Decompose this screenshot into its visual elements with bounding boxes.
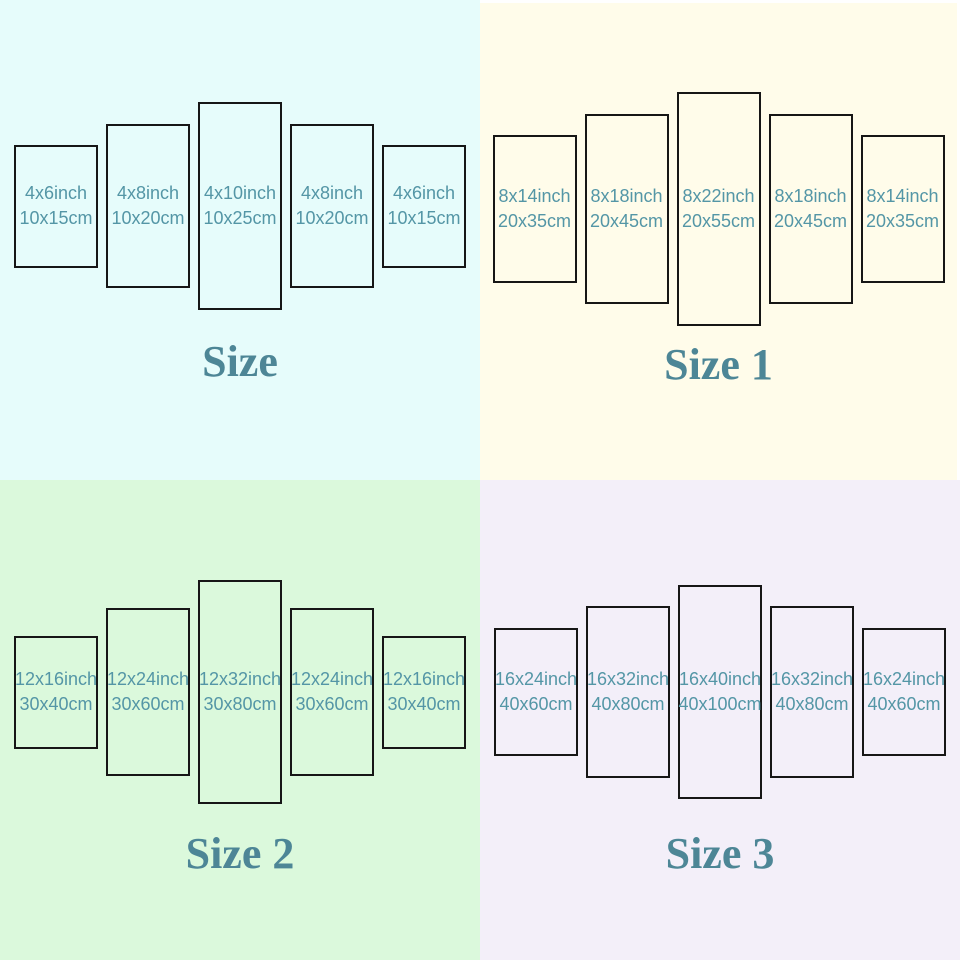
canvas-panel-5: 16x24inch 40x60cm <box>862 628 946 756</box>
panel-inch-text: 16x32inch <box>770 669 854 689</box>
panel-cm-text: 30x40cm <box>19 694 93 714</box>
panel-size-label: 4x6inch 10x15cm <box>387 181 460 231</box>
panel-inch-text: 12x16inch <box>14 669 98 689</box>
panel-size-label: 8x18inch 20x45cm <box>774 184 847 234</box>
panel-size-label: 12x24inch 30x60cm <box>107 667 189 717</box>
panel-cm-text: 30x60cm <box>111 694 185 714</box>
canvas-panel-3: 4x10inch 10x25cm <box>198 102 282 310</box>
panel-cm-text: 20x55cm <box>681 211 756 231</box>
panel-cm-text: 40x100cm <box>678 694 762 714</box>
panel-row: 4x6inch 10x15cm 4x8inch 10x20cm 4x10inch… <box>0 0 480 412</box>
canvas-panel-1: 12x16inch 30x40cm <box>14 635 98 749</box>
canvas-panel-1: 16x24inch 40x60cm <box>494 628 578 756</box>
panel-cm-text: 20x35cm <box>497 211 572 231</box>
panel-inch-text: 12x24inch <box>106 669 190 689</box>
panel-cm-text: 30x80cm <box>203 694 277 714</box>
canvas-panel-4: 4x8inch 10x20cm <box>290 124 374 288</box>
canvas-panel-3: 8x22inch 20x55cm <box>676 92 761 326</box>
panel-cm-text: 20x35cm <box>865 211 940 231</box>
panel-inch-text: 8x14inch <box>866 186 939 206</box>
panel-size-label: 4x10inch 10x25cm <box>203 181 276 231</box>
panel-inch-text: 8x18inch <box>590 186 663 206</box>
panel-size-label: 16x24inch 40x60cm <box>495 667 577 717</box>
canvas-panel-3: 16x40inch 40x100cm <box>678 585 762 799</box>
canvas-panel-2: 8x18inch 20x45cm <box>584 114 669 304</box>
panel-size-label: 12x32inch 30x80cm <box>199 667 281 717</box>
panel-size-label: 12x24inch 30x60cm <box>291 667 373 717</box>
panel-cm-text: 30x60cm <box>295 694 369 714</box>
canvas-panel-2: 16x32inch 40x80cm <box>586 606 670 778</box>
canvas-panel-2: 4x8inch 10x20cm <box>106 124 190 288</box>
canvas-panel-2: 12x24inch 30x60cm <box>106 608 190 776</box>
size-chart-title: Size <box>202 337 278 386</box>
panel-size-label: 4x8inch 10x20cm <box>111 181 184 231</box>
panel-size-label: 16x24inch 40x60cm <box>863 667 945 717</box>
canvas-panel-5: 8x14inch 20x35cm <box>860 135 945 283</box>
panel-inch-text: 12x16inch <box>382 669 466 689</box>
panel-cm-text: 10x25cm <box>203 208 277 228</box>
panel-inch-text: 4x8inch <box>116 183 180 203</box>
canvas-panel-5: 12x16inch 30x40cm <box>382 635 466 749</box>
panel-inch-text: 12x24inch <box>290 669 374 689</box>
size-chart-title: Size 3 <box>665 829 775 878</box>
size-chart-quadrant-size: 4x6inch 10x15cm 4x8inch 10x20cm 4x10inch… <box>0 0 480 480</box>
panel-inch-text: 8x14inch <box>498 186 571 206</box>
canvas-panel-1: 8x14inch 20x35cm <box>492 135 577 283</box>
panel-cm-text: 10x15cm <box>387 208 461 228</box>
panel-inch-text: 4x10inch <box>203 183 277 203</box>
panel-cm-text: 40x80cm <box>775 694 849 714</box>
size-chart-quadrant-size-3: 16x24inch 40x60cm 16x32inch 40x80cm 16x4… <box>480 480 960 960</box>
canvas-panel-4: 12x24inch 30x60cm <box>290 608 374 776</box>
panel-size-label: 16x40inch 40x100cm <box>678 667 761 717</box>
panel-cm-text: 10x20cm <box>111 208 185 228</box>
panel-size-label: 8x14inch 20x35cm <box>866 184 939 234</box>
panel-row: 16x24inch 40x60cm 16x32inch 40x80cm 16x4… <box>480 480 960 904</box>
canvas-panel-5: 4x6inch 10x15cm <box>382 144 466 268</box>
panel-inch-text: 8x18inch <box>774 186 847 206</box>
size-chart-title: Size 2 <box>185 829 295 878</box>
size-chart-quadrant-size-2: 12x16inch 30x40cm 12x24inch 30x60cm 12x3… <box>0 480 480 960</box>
panel-inch-text: 16x32inch <box>586 669 670 689</box>
panel-inch-text: 16x24inch <box>494 669 578 689</box>
panel-inch-text: 12x32inch <box>198 669 282 689</box>
panel-row: 8x14inch 20x35cm 8x18inch 20x45cm 8x22in… <box>480 3 957 415</box>
panel-size-label: 12x16inch 30x40cm <box>15 667 97 717</box>
panel-cm-text: 40x60cm <box>867 694 941 714</box>
size-chart-quadrant-size-1: 8x14inch 20x35cm 8x18inch 20x45cm 8x22in… <box>480 0 960 480</box>
panel-row: 12x16inch 30x40cm 12x24inch 30x60cm 12x3… <box>0 480 480 904</box>
panel-cm-text: 40x60cm <box>499 694 573 714</box>
panel-size-label: 12x16inch 30x40cm <box>383 667 465 717</box>
panel-size-label: 8x14inch 20x35cm <box>498 184 571 234</box>
size-chart-title: Size 1 <box>664 340 773 389</box>
panel-inch-text: 16x24inch <box>862 669 946 689</box>
panel-size-label: 8x18inch 20x45cm <box>590 184 663 234</box>
panel-cm-text: 40x80cm <box>591 694 665 714</box>
panel-size-label: 4x6inch 10x15cm <box>19 181 92 231</box>
canvas-panel-4: 16x32inch 40x80cm <box>770 606 854 778</box>
panel-size-label: 4x8inch 10x20cm <box>295 181 368 231</box>
panel-cm-text: 30x40cm <box>387 694 461 714</box>
panel-cm-text: 20x45cm <box>773 211 848 231</box>
panel-size-label: 16x32inch 40x80cm <box>771 667 853 717</box>
canvas-panel-4: 8x18inch 20x45cm <box>768 114 853 304</box>
panel-inch-text: 8x22inch <box>682 186 755 206</box>
panel-size-label: 16x32inch 40x80cm <box>587 667 669 717</box>
panel-cm-text: 10x15cm <box>19 208 93 228</box>
panel-cm-text: 20x45cm <box>589 211 664 231</box>
panel-inch-text: 4x6inch <box>392 183 456 203</box>
canvas-panel-1: 4x6inch 10x15cm <box>14 144 98 268</box>
panel-inch-text: 4x6inch <box>24 183 88 203</box>
canvas-panel-3: 12x32inch 30x80cm <box>198 580 282 804</box>
panel-inch-text: 4x8inch <box>300 183 364 203</box>
panel-inch-text: 16x40inch <box>678 669 762 689</box>
panel-cm-text: 10x20cm <box>295 208 369 228</box>
panel-size-label: 8x22inch 20x55cm <box>682 184 755 234</box>
